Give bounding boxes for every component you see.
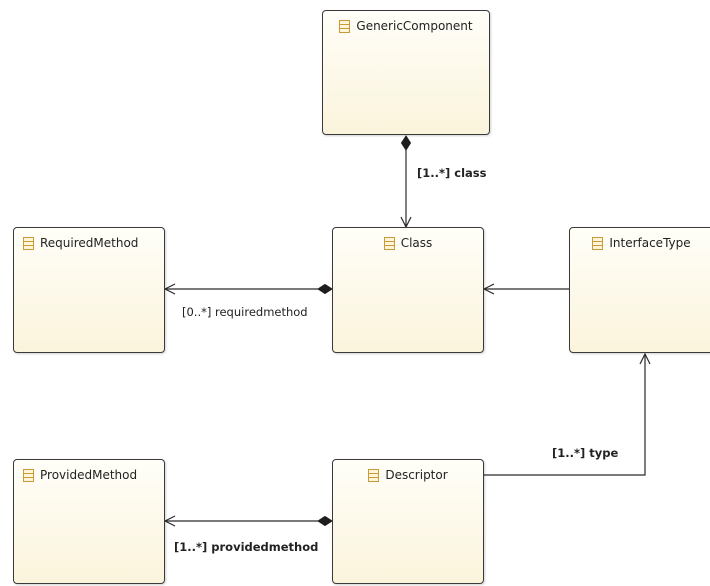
class-icon: [23, 236, 34, 250]
class-header: RequiredMethod: [14, 228, 164, 258]
class-icon: [383, 236, 395, 250]
class-icon: [592, 236, 604, 250]
class-header: Descriptor: [333, 460, 483, 490]
class-box-descriptor[interactable]: Descriptor: [332, 459, 484, 584]
class-box-providedmethod[interactable]: ProvidedMethod: [13, 459, 165, 584]
class-name: RequiredMethod: [40, 236, 139, 250]
class-icon: [339, 19, 351, 33]
class-header: InterfaceType: [570, 228, 710, 258]
class-box-interfacetype[interactable]: InterfaceType: [569, 227, 710, 353]
edge-genericcomponent-class[interactable]: [400, 135, 412, 227]
class-header: GenericComponent: [323, 11, 489, 41]
edge-label-type: [1..*] type: [552, 446, 619, 460]
edge-descriptor-interfacetype[interactable]: [484, 354, 645, 476]
class-name: GenericComponent: [356, 19, 473, 33]
class-name: InterfaceType: [609, 236, 691, 250]
composition-diamond: [400, 135, 412, 151]
composition-diamond: [317, 283, 333, 295]
edge-class-requiredmethod[interactable]: [165, 283, 333, 295]
class-box-requiredmethod[interactable]: RequiredMethod: [13, 227, 165, 353]
edge-label-providedmethod: [1..*] providedmethod: [174, 540, 319, 554]
class-header: ProvidedMethod: [14, 460, 164, 490]
class-box-class[interactable]: Class: [332, 227, 484, 353]
edge-label-requiredmethod: [0..*] requiredmethod: [182, 305, 308, 319]
class-icon: [23, 468, 34, 482]
class-box-genericcomponent[interactable]: GenericComponent: [322, 10, 490, 135]
edge-descriptor-providedmethod[interactable]: [165, 515, 333, 527]
class-header: Class: [333, 228, 483, 258]
class-name: Descriptor: [385, 468, 448, 482]
class-name: ProvidedMethod: [40, 468, 138, 482]
class-name: Class: [400, 236, 433, 250]
class-icon: [368, 468, 380, 482]
edge-label-class: [1..*] class: [417, 166, 487, 180]
composition-diamond: [317, 515, 333, 527]
